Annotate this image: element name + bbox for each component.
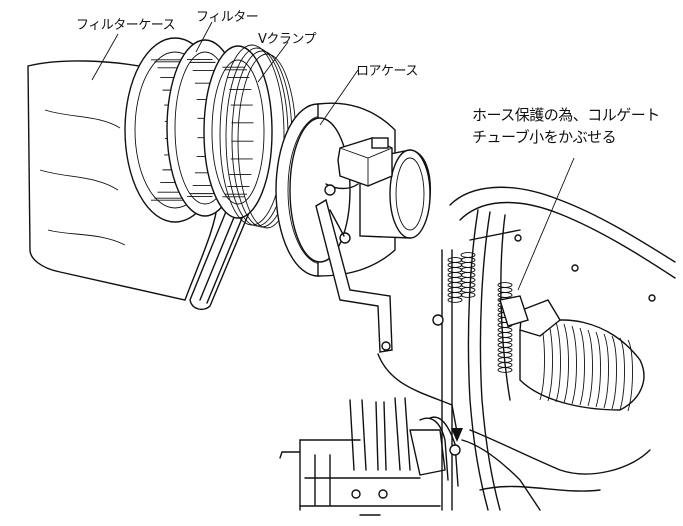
note-line-1: ホース保護の為、コルゲート — [472, 106, 660, 124]
hose-protection-note: ホース保護の為、コルゲート チューブ小をかぶせる — [472, 104, 660, 148]
label-v-clamp: Vクランプ — [258, 32, 317, 47]
bracket-shape — [315, 198, 393, 353]
bottom-assembly-shape — [279, 399, 446, 516]
lower-case-shape — [275, 102, 432, 277]
label-lower-case: ロアケース — [356, 64, 418, 79]
label-filter-case: フィルターケース — [76, 18, 176, 33]
leader-lines — [91, 21, 575, 291]
note-line-2: チューブ小をかぶせる — [472, 128, 617, 146]
filter-element-shape — [124, 37, 273, 223]
engine-bay-shape — [394, 186, 676, 511]
label-filter: フィルター — [196, 10, 259, 25]
install-arrow — [377, 353, 463, 442]
